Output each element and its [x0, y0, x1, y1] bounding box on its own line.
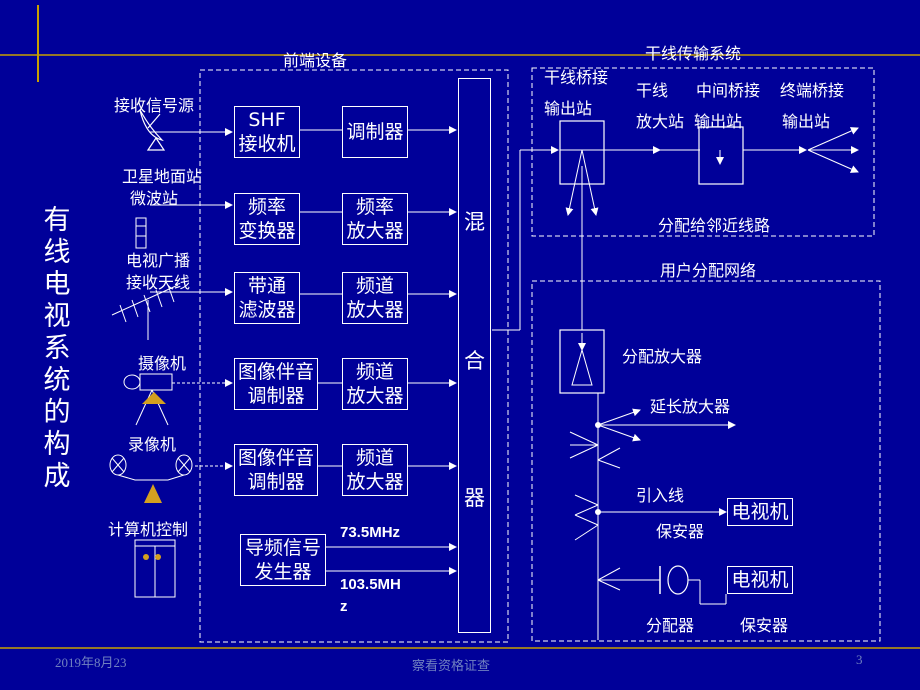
trunk-frame — [531, 67, 875, 237]
mixer-box — [458, 78, 491, 633]
trunk-bridge-label-1: 干线桥接 — [544, 68, 609, 87]
headend-frame — [199, 69, 509, 643]
pilot-freq-1: 73.5MHz — [340, 524, 401, 541]
to-neighbor-label: 分配给邻近线路 — [658, 216, 771, 235]
freq-amp-box: 频率 放大器 — [342, 193, 408, 245]
dist-amp-box — [559, 329, 605, 394]
user-frame — [531, 280, 881, 642]
pilot-generator-box: 导频信号 发生器 — [240, 534, 326, 586]
source-satellite-receive: 接收信号源 — [114, 96, 195, 115]
pilot-freq-2a: 103.5MH — [340, 576, 401, 593]
headend-label: 前端设备 — [283, 51, 348, 70]
av-modulator-box-1: 图像伴音 调制器 — [234, 358, 318, 410]
trunk-amp-label-1: 干线 — [636, 81, 669, 100]
satellite-dish-icon — [139, 109, 166, 151]
tv-box-2: 电视机 — [727, 566, 793, 594]
protector-label-1: 保安器 — [656, 522, 705, 541]
tv-box-1: 电视机 — [727, 498, 793, 526]
channel-amp-box-3: 频道 放大器 — [342, 444, 408, 496]
trunk-label: 干线传输系统 — [645, 44, 742, 63]
splitter-icon — [667, 565, 689, 595]
footer-page-number: 3 — [856, 652, 863, 667]
channel-amp-box-2: 频道 放大器 — [342, 358, 408, 410]
trunk-amp-label-2: 放大站 — [636, 112, 685, 131]
vcr-triangle-icon — [144, 484, 162, 503]
camera-stand-icon — [142, 392, 166, 404]
drop-line-label: 引入线 — [636, 486, 685, 505]
mixer-char-3: 器 — [464, 486, 485, 510]
bandpass-filter-box: 带通 滤波器 — [234, 272, 300, 324]
trunk-bridge-label-2: 输出站 — [544, 99, 593, 118]
pilot-freq-2b: z — [340, 598, 348, 615]
vcr-icon — [109, 454, 193, 481]
footer-date: 2019年8月23 — [55, 655, 127, 670]
mixer-char-2: 合 — [464, 349, 485, 373]
ext-amp-label: 延长放大器 — [650, 397, 731, 416]
modulator-box: 调制器 — [342, 106, 408, 158]
source-satellite-ground: 卫星地面站 — [122, 167, 203, 186]
channel-amp-box-1: 频道 放大器 — [342, 272, 408, 324]
tv-antenna-icon — [111, 284, 179, 340]
source-vcr: 录像机 — [128, 435, 177, 454]
computer-icon — [134, 539, 176, 598]
mixer-char-1: 混 — [464, 210, 485, 234]
source-microwave: 微波站 — [130, 189, 179, 208]
page-title: 有线电视系统的构成 — [43, 205, 71, 492]
camera-icon — [123, 373, 173, 426]
av-modulator-box-2: 图像伴音 调制器 — [234, 444, 318, 496]
user-network-label: 用户分配网络 — [660, 261, 757, 280]
freq-converter-box: 频率 变换器 — [234, 193, 300, 245]
shf-receiver-box: SHF 接收机 — [234, 106, 300, 158]
microwave-icon — [135, 217, 147, 249]
mid-bridge-label-1: 中间桥接 — [696, 81, 761, 100]
splitter-label: 分配器 — [646, 616, 695, 635]
mid-bridge-label-2: 输出站 — [694, 112, 743, 131]
end-bridge-label-1: 终端桥接 — [780, 81, 845, 100]
end-bridge-label-2: 输出站 — [782, 112, 831, 131]
dist-amp-triangle — [571, 348, 593, 386]
protector-label-2: 保安器 — [740, 616, 789, 635]
source-tv-antenna: 电视广播 接收天线 — [126, 251, 191, 292]
footer-caption: 察看资格证查 — [412, 658, 491, 673]
bridge-box-2 — [698, 126, 744, 185]
dist-amp-label: 分配放大器 — [622, 347, 703, 366]
source-computer: 计算机控制 — [108, 520, 189, 539]
source-camera: 摄像机 — [138, 354, 187, 373]
